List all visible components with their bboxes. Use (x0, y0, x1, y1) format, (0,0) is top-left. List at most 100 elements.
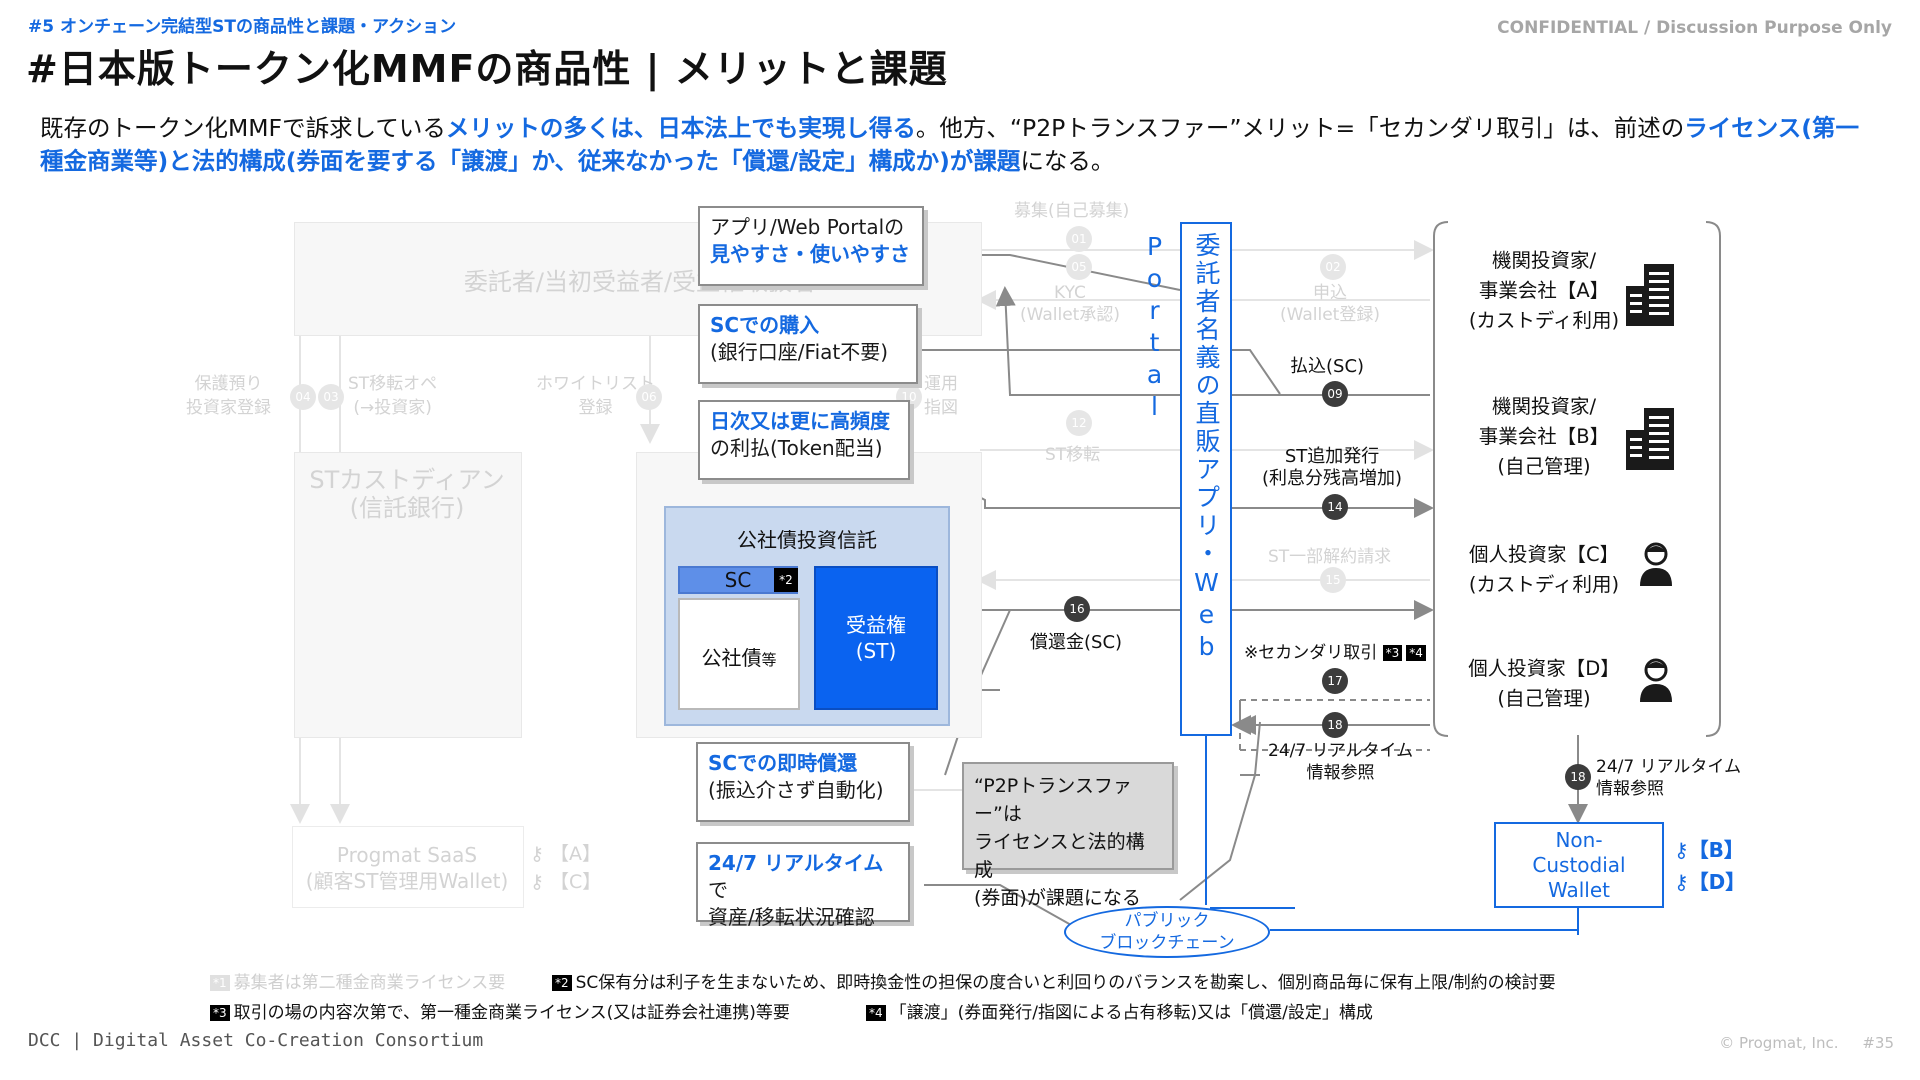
wallet-key-b: ⚷【B】 (1674, 838, 1744, 862)
key-icon: ⚷ (1674, 838, 1689, 862)
step-01-marker: 01 (1066, 226, 1092, 252)
summary-highlight-1: メリットの多くは、日本法上でも実現し得る (445, 114, 916, 142)
callout-sc-purchase: SCでの購入 (銀行口座/Fiat不要) (698, 304, 918, 384)
partial-cancel-label: ST一部解約請求 (1268, 547, 1392, 567)
summary-part-1: 既存のトークン化MMFで訴求している (40, 114, 446, 142)
building-icon-a (1626, 264, 1674, 326)
investor-d-label: 個人投資家【D】(自己管理) (1468, 657, 1620, 710)
flow-18b-label: 24/7 リアルタイム情報参照 (1596, 757, 1742, 799)
saas-l2: (顧客ST管理用Wallet) (305, 869, 509, 893)
flow-17-marker: 17 (1322, 668, 1348, 694)
summary-highlight-2: ライセンス(第一種金商業等)と法的構成(券面を要する「譲渡」か、従来なかった「償… (40, 114, 1860, 175)
flow-14-marker: 14 (1322, 494, 1348, 520)
footer-right: © Progmat, Inc. #35 (1719, 1034, 1894, 1052)
wallet-key-d: ⚷【D】 (1674, 870, 1746, 894)
apply-label: 申込(Wallet登録) (1280, 283, 1380, 325)
investor-c-label: 個人投資家【C】(カストディ利用) (1468, 543, 1620, 596)
saas-l1: Progmat SaaS (336, 843, 478, 867)
bonds-cell (678, 598, 800, 710)
summary-text: 既存のトークン化MMFで訴求しているメリットの多くは、日本法上でも実現し得る。他… (40, 112, 1860, 178)
dcc-logo: DCC | Digital Asset Co-Creation Consorti… (28, 1030, 484, 1051)
flow-09-label: 払込(SC) (1290, 356, 1365, 377)
p2p-l1: “P2Pトランスファー”は (974, 775, 1132, 825)
summary-part-3: になる。 (1020, 147, 1115, 175)
step-03-marker: 03 (318, 384, 344, 410)
flow-17-badge-3: *3 (1382, 645, 1403, 661)
page-title: #日本版トークン化MMFの商品性 | メリットと課題 (26, 47, 948, 91)
blockchain-label: パブリックブロックチェーン (1099, 911, 1235, 953)
step-15-marker: 15 (1320, 567, 1346, 593)
callout-daily-line2: の利払(Token配当) (710, 436, 883, 460)
st-custodian-label: STカストディアン(信託銀行) (294, 466, 520, 522)
saas-keys: ⚷ 【A】 ⚷ 【C】 (530, 840, 601, 896)
progmat-saas-label: Progmat SaaS(顧客ST管理用Wallet) (292, 842, 522, 894)
operation-label: 運用指図 (924, 374, 958, 418)
callout-daily-interest: 日次又は更に高頻度 の利払(Token配当) (698, 400, 910, 480)
whitelist-label: ホワイトリスト登録 (536, 374, 655, 418)
building-icon-b (1626, 408, 1674, 470)
person-icon-c (1640, 542, 1672, 586)
p2p-l3: (券面)が課題になる (974, 887, 1141, 909)
step-05-marker: 05 (1066, 254, 1092, 280)
p2p-issue-note: “P2Pトランスファー”は ライセンスと法的構成 (券面)が課題になる (962, 762, 1174, 909)
callout-app-bold: 見やすさ・使いやすさ (710, 242, 910, 266)
key-icon: ⚷ (1674, 870, 1689, 894)
callout-sc-purchase-line2: (銀行口座/Fiat不要) (710, 340, 889, 364)
saas-key-a: ⚷ 【A】 (530, 843, 601, 865)
callout-app-usability: アプリ/Web Portalの 見やすさ・使いやすさ (698, 206, 924, 286)
st-transfer-label: ST移転オペ(→投資家) (348, 374, 438, 418)
st-custodian-l1: STカストディアン (309, 466, 505, 494)
progmat-saas-box (292, 826, 524, 908)
step-06-marker: 06 (636, 384, 662, 410)
step-04-marker: 04 (290, 384, 316, 410)
st-custodian-box (294, 452, 522, 738)
sc-note-badge: *2 (774, 568, 798, 592)
recruit-label: 募集(自己募集) (1014, 201, 1130, 221)
flow-16-marker: 16 (1064, 596, 1090, 622)
direct-app-label: 委託者名義の直販アプリ・Web Portal (1140, 232, 1221, 664)
callout-realtime-line2: 資産/移転状況確認 (708, 905, 875, 929)
non-custodial-wallet (1494, 822, 1664, 908)
saas-key-c: ⚷ 【C】 (530, 871, 602, 893)
person-icon-d (1640, 658, 1672, 702)
footnote-4: *4「譲渡」(券面発行/指図による占有移転)又は「償還/設定」構成 (866, 998, 1373, 1023)
flow-18-label: 24/7 リアルタイム情報参照 (1268, 741, 1414, 783)
investor-b-label: 機関投資家/事業会社【B】(自己管理) (1478, 395, 1610, 478)
p2p-l2: ライセンスと法的構成 (974, 831, 1145, 881)
flow-09-marker: 09 (1322, 381, 1348, 407)
callout-app-line1: アプリ/Web Portalの (710, 215, 905, 239)
summary-part-2: 。他方、“P2Pトランスファー”メリット=「セカンダリ取引」は、前述の (915, 114, 1685, 142)
fund-title: 公社債投資信託 (737, 528, 877, 552)
flow-16-label: 償還金(SC) (1030, 632, 1123, 653)
step-02-marker: 02 (1320, 254, 1346, 280)
investor-a-label: 機関投資家/事業会社【A】(カストディ利用) (1468, 249, 1620, 332)
callout-realtime-line1: 24/7 リアルタイムで (708, 851, 884, 902)
st-move-label: ST移転 (1045, 445, 1101, 465)
flow-18-marker: 18 (1322, 712, 1348, 738)
bonds-label: 公社債等 (701, 646, 777, 670)
callout-redemption-line2: (振込介さず自動化) (708, 778, 884, 802)
st-custodian-l2: (信託銀行) (349, 494, 465, 522)
page-number: #35 (1862, 1034, 1894, 1052)
callout-instant-redemption: SCでの即時償還 (振込介さず自動化) (696, 742, 910, 822)
beneficial-interest-label: 受益権(ST) (846, 613, 906, 663)
flow-18b-marker: 18 (1565, 764, 1591, 790)
section-tag: #5 オンチェーン完結型STの商品性と課題・アクション (28, 17, 457, 37)
flow-14-label: ST追加発行(利息分残高増加) (1262, 446, 1403, 489)
flow-17-label: ※セカンダリ取引 *3*4 (1244, 638, 1430, 663)
copyright: © Progmat, Inc. (1719, 1034, 1839, 1052)
callout-sc-purchase-bold: SCでの購入 (710, 313, 820, 337)
kyc-label: KYC(Wallet承認) (1020, 283, 1120, 325)
callout-redemption-bold: SCでの即時償還 (708, 751, 858, 775)
callout-daily-bold: 日次又は更に高頻度 (710, 409, 890, 433)
step-12-marker: 12 (1066, 410, 1092, 436)
beneficial-interest-cell (814, 566, 938, 710)
wallet-keys: ⚷【B】 ⚷【D】 (1674, 834, 1745, 898)
public-blockchain (1064, 906, 1270, 958)
sc-label: SC (724, 568, 752, 592)
direct-app-portal (1180, 222, 1232, 736)
